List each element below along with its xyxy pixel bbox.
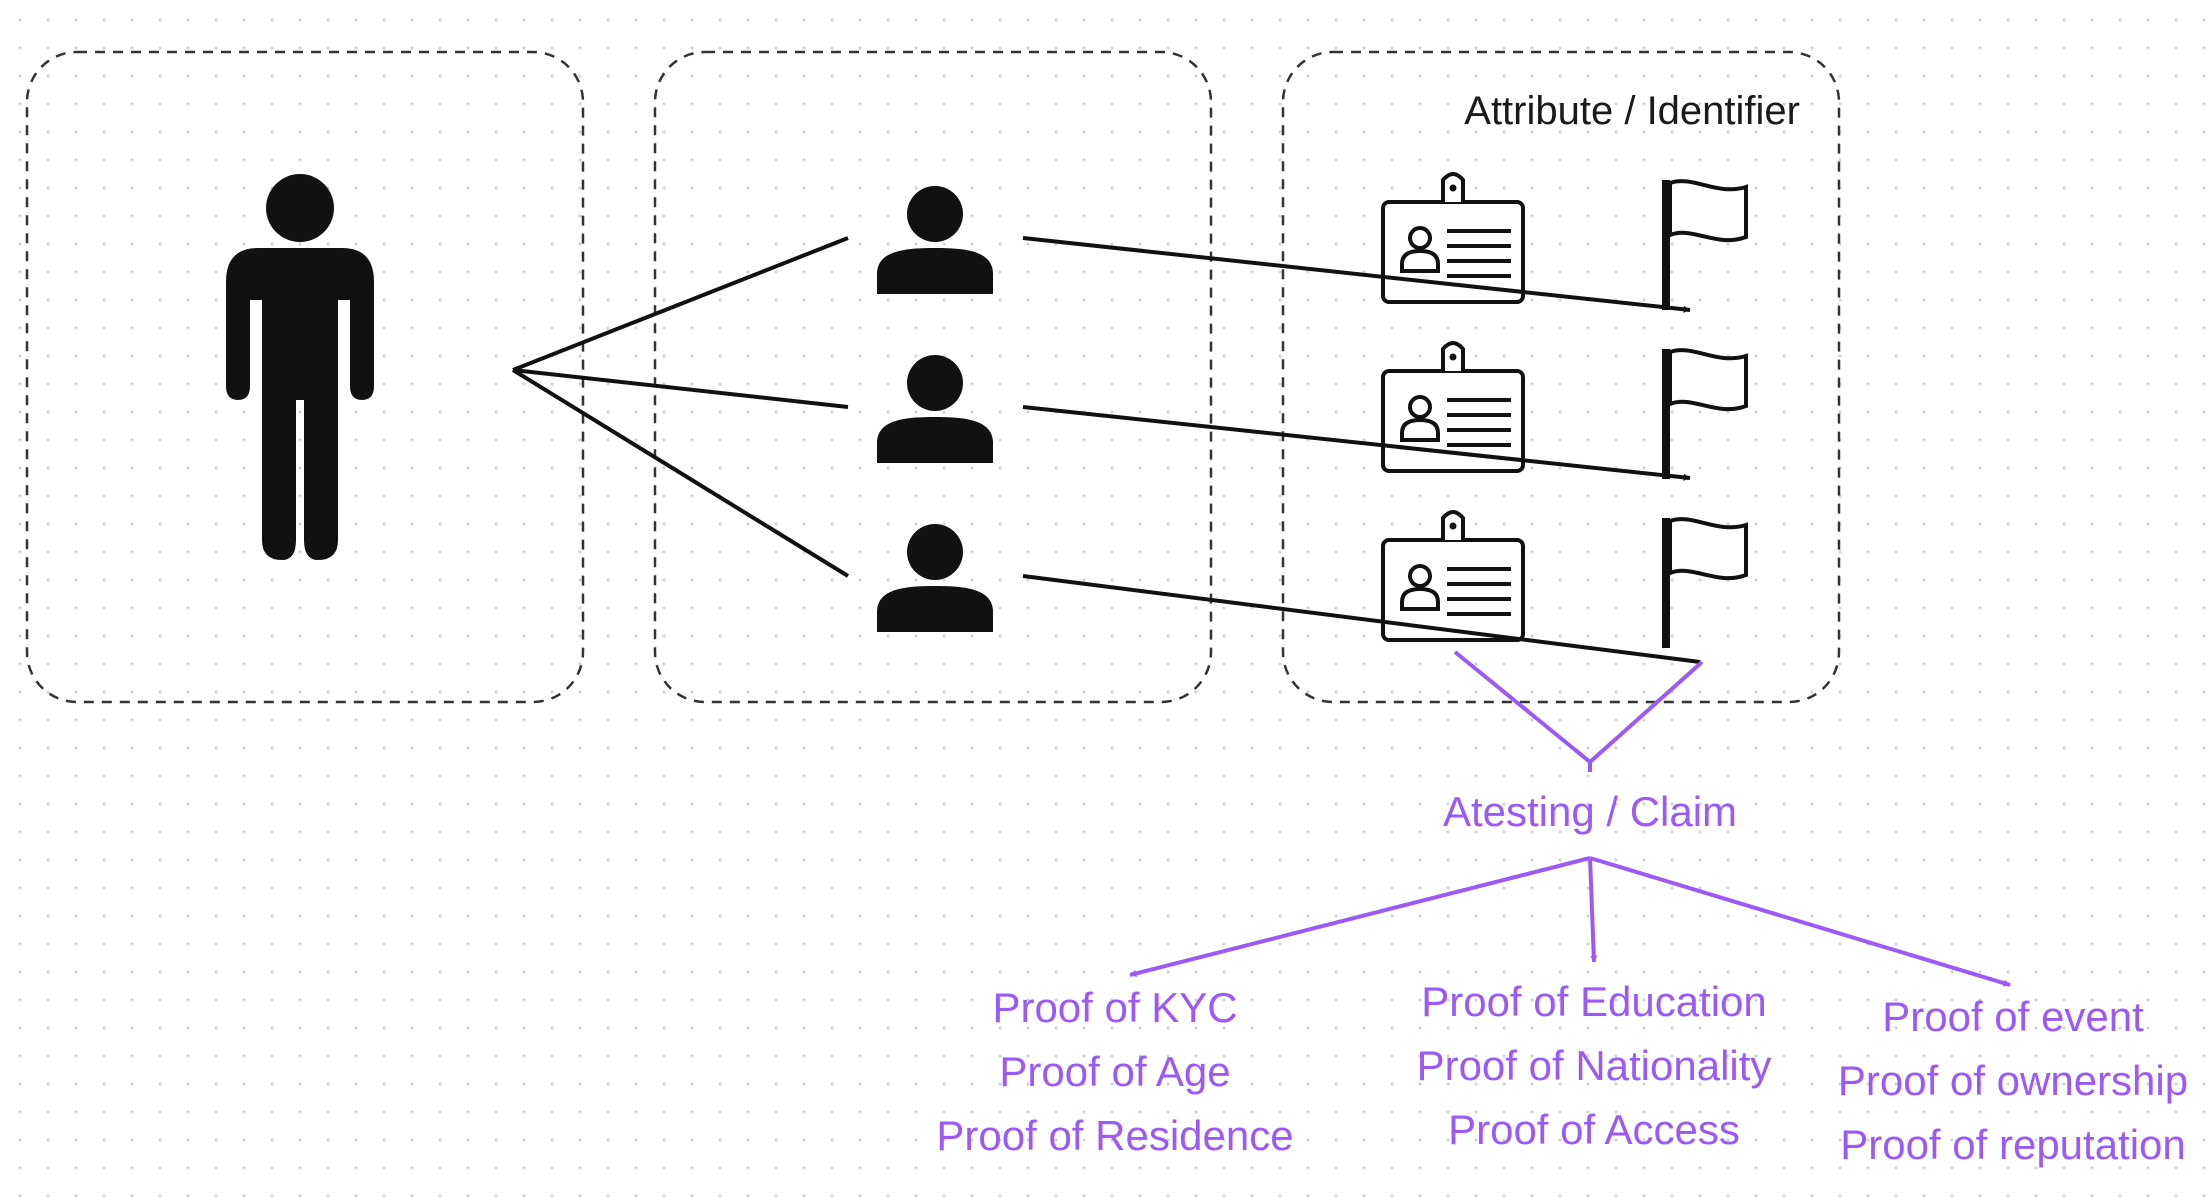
person-panel [25,50,585,704]
proof-item: Proof of Nationality [1417,1042,1772,1089]
identifier-panel-title: Attribute / Identifier [1464,89,1800,133]
identifier-panel [1281,50,1841,704]
proof-item: Proof of Access [1448,1106,1740,1153]
proof-item: Proof of Education [1421,978,1767,1025]
flag-icon [1666,180,1746,310]
person-to-user-links [511,236,850,578]
person-standing-icon [226,174,374,560]
proof-item: Proof of Age [999,1048,1230,1095]
proof-item: Proof of KYC [992,984,1237,1031]
accounts-panel [653,50,1213,704]
claim-brace [1453,650,1704,772]
flag-icon [1666,349,1746,479]
proof-item: Proof of ownership [1838,1057,2188,1104]
proof-group-center: Proof of Education Proof of Nationality … [1417,978,1772,1153]
claim-label: Atesting / Claim [1443,788,1737,835]
proof-group-left: Proof of KYC Proof of Age Proof of Resid… [936,984,1293,1159]
user-profile-icon [877,524,993,632]
proof-item: Proof of event [1882,993,2144,1040]
proof-item: Proof of Residence [936,1112,1293,1159]
claim-to-proof-arrows [1129,856,2011,987]
id-badge-icon [1381,510,1525,642]
user-profile-icon [877,186,993,294]
proof-item: Proof of reputation [1840,1121,2186,1168]
user-profile-icon [877,355,993,463]
proof-group-right: Proof of event Proof of ownership Proof … [1838,993,2188,1168]
flag-icon [1666,518,1746,648]
user-to-identifier-arrows [1022,236,1701,664]
